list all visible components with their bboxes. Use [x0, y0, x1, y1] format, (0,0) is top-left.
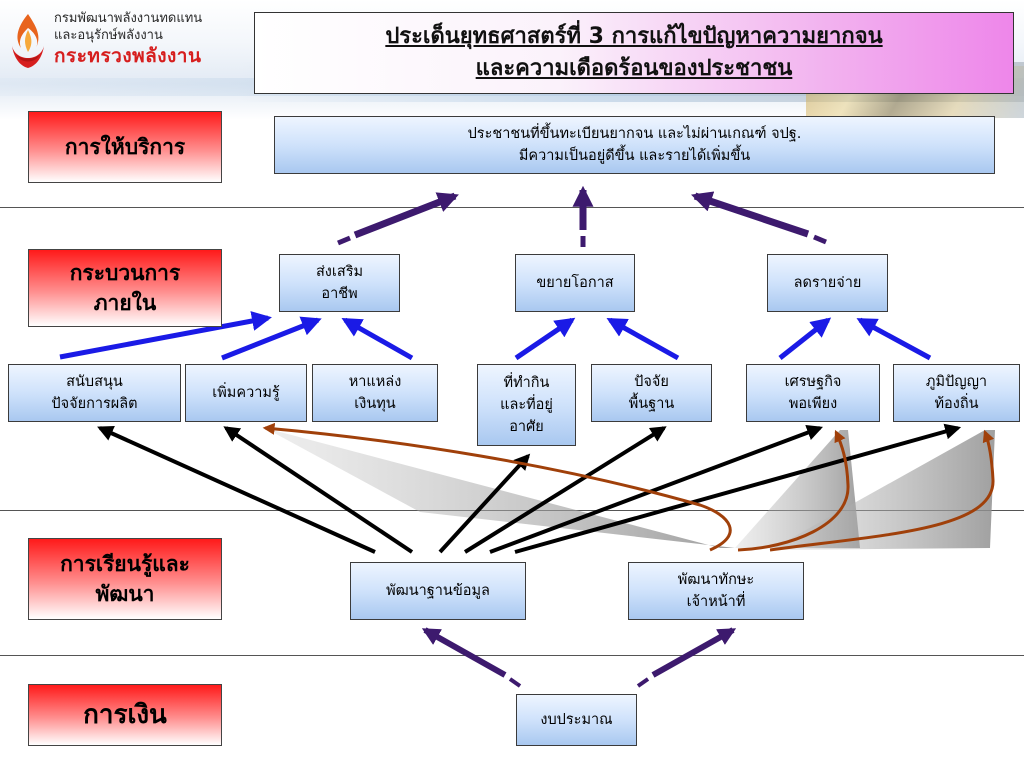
node-text: พอเพียง: [788, 396, 838, 412]
node-text: ขยายโอกาส: [536, 275, 614, 291]
arrow-budget-to-database: [421, 627, 522, 688]
section-label-text: ภายใน: [93, 291, 157, 315]
node-text: ปัจจัยการผลิต: [51, 396, 138, 412]
arrow-career-to-goal: [337, 192, 459, 246]
arrow-infra-to-opportunity: [606, 317, 680, 361]
goal-text-line2: มีความเป็นอยู่ดีขึ้น และรายได้เพิ่มขึ้น: [518, 148, 751, 164]
arrow-knowledge-to-career: [221, 316, 322, 361]
org-name-line2: และอนุรักษ์พลังงาน: [54, 28, 163, 43]
section-label-text: การเงิน: [83, 700, 167, 730]
goal-text-line1: ประชาชนที่ขึ้นทะเบียนยากจน และไม่ผ่านเกณ…: [467, 126, 802, 142]
node-increase-knowledge: เพิ่มความรู้: [185, 364, 307, 422]
arrow-budget-to-staff: [636, 627, 737, 688]
arrow-wisdom-to-reduce: [856, 317, 932, 361]
node-local-wisdom: ภูมิปัญญา ท้องถิ่น: [893, 364, 1020, 422]
node-land-housing: ที่ทำกิน และที่อยู่ อาศัย: [477, 364, 576, 446]
node-sufficiency-economy: เศรษฐกิจ พอเพียง: [746, 364, 880, 422]
arrow-sufficiency-to-reduce: [778, 317, 832, 360]
node-text: ลดรายจ่าย: [793, 275, 862, 291]
page-title: ประเด็นยุทธศาสตร์ที่ 3 การแก้ไขปัญหาความ…: [254, 12, 1014, 94]
section-label-learning: การเรียนรู้และ พัฒนา: [28, 538, 222, 620]
section-label-finance: การเงิน: [28, 684, 222, 746]
node-budget: งบประมาณ: [516, 694, 637, 746]
node-text: พัฒนาทักษะ: [677, 572, 755, 588]
section-label-text: การให้บริการ: [64, 135, 186, 159]
node-reduce-expense: ลดรายจ่าย: [767, 254, 888, 312]
node-develop-database: พัฒนาฐานข้อมูล: [350, 562, 526, 620]
arrow-database-to-land: [438, 453, 531, 554]
section-label-internal-process: กระบวนการ ภายใน: [28, 249, 222, 327]
title-line-1: ประเด็นยุทธศาสตร์ที่ 3 การแก้ไขปัญหาความ…: [385, 24, 883, 49]
node-text: เจ้าหน้าที่: [686, 594, 746, 610]
arrow-database-to-wisdom: [514, 423, 962, 554]
section-label-text: กระบวนการ: [69, 261, 181, 285]
node-support-production: สนับสนุน ปัจจัยการผลิต: [8, 364, 181, 422]
node-text: งบประมาณ: [540, 712, 613, 728]
arrow-funding-to-career: [341, 317, 414, 361]
arrow-reduce-to-goal: [691, 191, 827, 245]
node-text: ส่งเสริม: [315, 264, 364, 280]
node-text: อาชีพ: [321, 286, 358, 302]
node-basic-infrastructure: ปัจจัย พื้นฐาน: [591, 364, 712, 422]
node-text: ท้องถิ่น: [934, 396, 979, 412]
node-text: หาแหล่ง: [348, 374, 402, 390]
arrow-database-to-support: [97, 425, 376, 554]
arrow-database-to-infra: [463, 426, 667, 554]
org-name-line1: กรมพัฒนาพลังงานทดแทน: [54, 11, 203, 26]
section-label-text: พัฒนา: [95, 582, 155, 606]
node-text: ที่ทำกิน: [503, 375, 550, 391]
shade-ribbon: [770, 430, 995, 550]
section-divider: [0, 655, 1024, 656]
organization-name: กรมพัฒนาพลังงานทดแทน และอนุรักษ์พลังงาน …: [54, 10, 202, 68]
node-text: ปัจจัย: [634, 374, 669, 390]
node-text: เงินทุน: [354, 396, 396, 412]
arrow-database-to-knowledge: [223, 426, 414, 554]
node-text: เศรษฐกิจ: [784, 374, 842, 390]
node-text: ภูมิปัญญา: [925, 374, 988, 390]
node-develop-staff-skills: พัฒนาทักษะ เจ้าหน้าที่: [628, 562, 804, 620]
node-text: เพิ่มความรู้: [212, 385, 280, 401]
node-career-promotion: ส่งเสริม อาชีพ: [279, 254, 400, 312]
arrow-staff-to-wisdom: [769, 429, 995, 552]
node-text: สนับสนุน: [66, 374, 123, 390]
arrow-database-to-sufficiency: [489, 425, 823, 554]
ministry-logo-icon: [12, 14, 44, 68]
node-text: พัฒนาฐานข้อมูล: [386, 583, 490, 599]
title-line-2: และความเดือดร้อนของประชาชน: [475, 56, 793, 81]
node-text: พื้นฐาน: [628, 396, 675, 412]
section-divider: [0, 207, 1024, 208]
arrow-support-to-career: [59, 311, 272, 360]
goal-node: ประชาชนที่ขึ้นทะเบียนยากจน และไม่ผ่านเกณ…: [274, 116, 995, 174]
section-label-text: การเรียนรู้และ: [60, 552, 190, 576]
node-expand-opportunity: ขยายโอกาส: [515, 254, 635, 312]
arrow-land-to-opportunity: [514, 317, 576, 361]
arrow-staff-to-knowledge: [262, 422, 732, 552]
section-label-service: การให้บริการ: [28, 111, 222, 183]
ministry-name: กระทรวงพลังงาน: [54, 45, 202, 67]
node-find-funding: หาแหล่ง เงินทุน: [312, 364, 438, 422]
node-text: และที่อยู่: [500, 397, 553, 413]
node-text: อาศัย: [509, 419, 544, 435]
arrow-staff-to-sufficiency: [737, 429, 850, 552]
